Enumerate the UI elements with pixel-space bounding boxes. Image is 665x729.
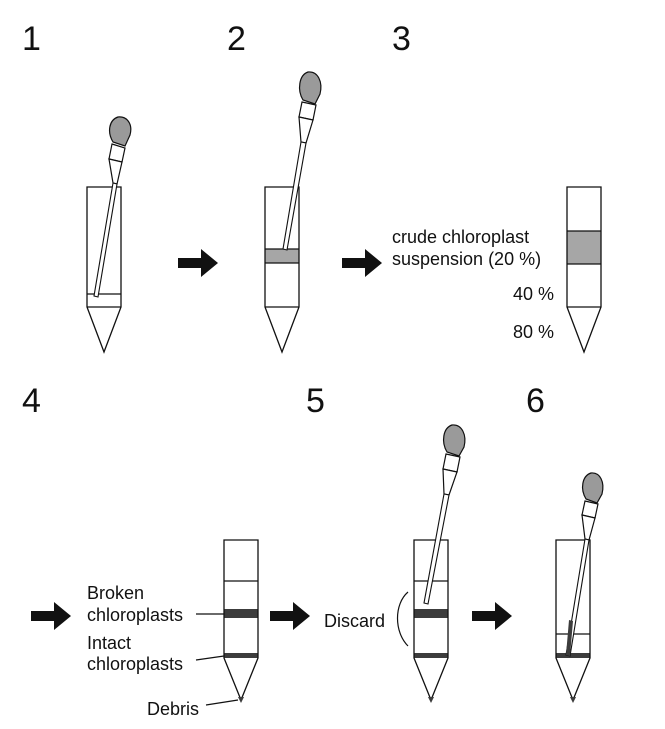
step-4-tube xyxy=(223,539,259,703)
step-number-6: 6 xyxy=(526,382,545,420)
step-number-3: 3 xyxy=(392,20,411,58)
label-broken-chloroplasts: chloroplasts xyxy=(87,605,183,625)
arrow-right-icon xyxy=(31,602,71,630)
label-40-percent: 40 % xyxy=(513,284,554,304)
label-broken: Broken xyxy=(87,583,144,603)
label-suspension-20: suspension (20 %) xyxy=(392,249,541,269)
step-1-tube xyxy=(86,186,122,354)
step-6-pipette xyxy=(565,472,604,657)
step-number-2: 2 xyxy=(227,20,246,58)
step-2-pipette xyxy=(282,71,322,251)
arrow-right-icon xyxy=(472,602,512,630)
step-5-pipette xyxy=(423,424,466,605)
label-crude-chloroplast: crude chloroplast xyxy=(392,227,529,247)
label-intact: Intact xyxy=(87,633,131,653)
step-3-tube xyxy=(566,186,602,354)
arrow-right-icon xyxy=(270,602,310,630)
step-1-pipette xyxy=(93,116,132,298)
step-number-5: 5 xyxy=(306,382,325,420)
label-80-percent: 80 % xyxy=(513,322,554,342)
label-intact-chloroplasts: chloroplasts xyxy=(87,654,183,674)
discard-bracket xyxy=(397,591,409,647)
arrow-right-icon xyxy=(178,249,218,277)
step-number-1: 1 xyxy=(22,20,41,58)
label-discard: Discard xyxy=(324,611,385,631)
arrow-right-icon xyxy=(342,249,382,277)
step-number-4: 4 xyxy=(22,382,41,420)
label-debris: Debris xyxy=(147,699,199,719)
